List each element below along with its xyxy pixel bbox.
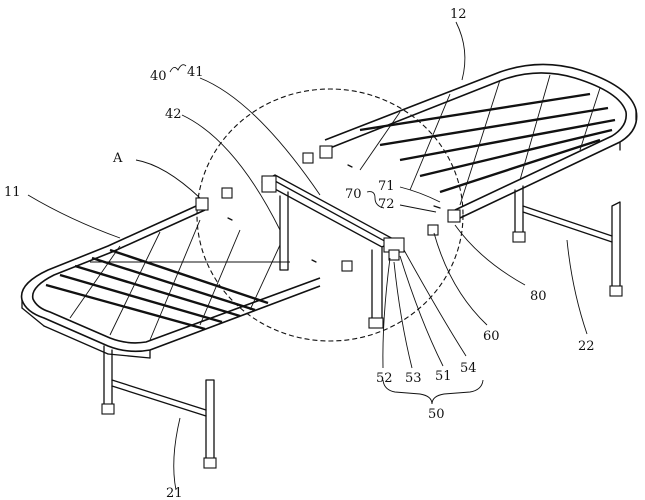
label-52: 52 <box>376 371 393 386</box>
label-54: 54 <box>460 361 477 376</box>
reference-labels: 12 40 41 42 A 11 70 71 72 80 22 60 54 51… <box>4 7 595 500</box>
label-a: A <box>112 151 123 166</box>
label-72: 72 <box>378 197 395 212</box>
label-50: 50 <box>428 407 445 422</box>
label-70: 70 <box>345 187 362 202</box>
label-80: 80 <box>530 289 547 304</box>
label-51: 51 <box>435 369 452 384</box>
label-60: 60 <box>483 329 500 344</box>
label-42: 42 <box>165 107 182 122</box>
leader-lines <box>27 21 588 491</box>
label-12: 12 <box>450 7 467 22</box>
detail-circle-a <box>196 88 464 342</box>
left-bed-frame <box>20 201 321 469</box>
right-bed-frame <box>324 63 638 297</box>
label-41: 41 <box>187 65 204 80</box>
label-11: 11 <box>4 185 21 200</box>
label-21: 21 <box>166 486 183 500</box>
label-22: 22 <box>578 339 595 354</box>
label-71: 71 <box>378 179 395 194</box>
label-53: 53 <box>405 371 422 386</box>
middle-support-frame <box>261 174 405 329</box>
label-40: 40 <box>150 69 167 84</box>
connector-blocks <box>195 145 461 272</box>
